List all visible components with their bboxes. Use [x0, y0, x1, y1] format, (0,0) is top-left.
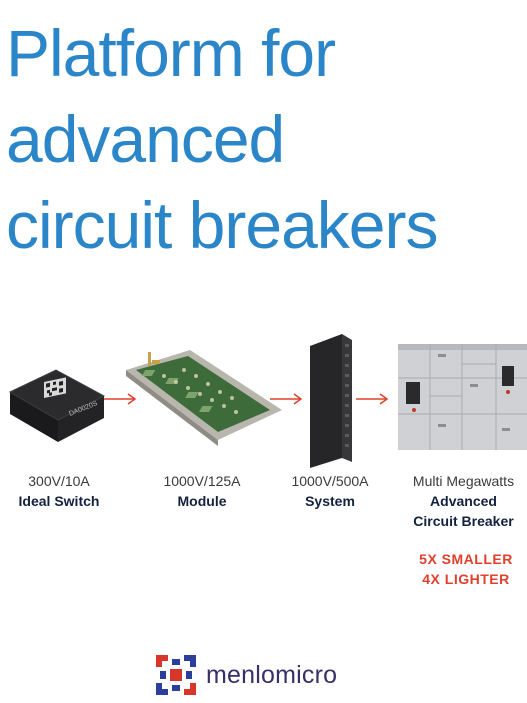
stage-module-caption: 1000V/125A Module	[146, 471, 258, 511]
stage-2-spec: 1000V/125A	[163, 473, 241, 489]
headline-line-3: circuit breakers	[6, 188, 438, 262]
system-chassis-image	[310, 334, 352, 468]
stage-3-spec: 1000V/500A	[291, 473, 369, 489]
stage-1-name: Ideal Switch	[18, 493, 100, 509]
menlo-micro-logo-icon	[156, 655, 196, 695]
switchgear-cabinet-image	[398, 344, 527, 450]
arrow-3	[356, 393, 389, 405]
stage-4-spec: Multi Megawatts	[412, 473, 515, 489]
stage-system-caption: 1000V/500A System	[276, 471, 384, 511]
stage-circuit-breaker-caption: Multi Megawatts Advanced Circuit Breaker	[400, 471, 527, 531]
arrow-2	[270, 393, 303, 405]
stage-2-name: Module	[177, 493, 227, 509]
module-board-image	[126, 350, 282, 446]
claim-smaller: 5X SMALLER	[419, 551, 513, 567]
stage-1-spec: 300V/10A	[28, 473, 90, 489]
arrow-1	[104, 393, 137, 405]
menlo-micro-logo: menlomicro	[156, 652, 337, 698]
headline: Platform for advanced circuit breakers	[6, 10, 438, 268]
ideal-switch-chip-image: DA0020S	[8, 369, 106, 442]
size-weight-claims: 5X SMALLER 4X LIGHTER	[404, 549, 527, 589]
stage-3-name: System	[305, 493, 355, 509]
menlo-micro-wordmark: menlomicro	[206, 660, 338, 689]
claim-lighter: 4X LIGHTER	[422, 571, 510, 587]
stage-4-name-line-2: Circuit Breaker	[413, 513, 514, 529]
stage-ideal-switch-caption: 300V/10A Ideal Switch	[0, 471, 118, 511]
headline-line-2: advanced	[6, 102, 285, 176]
headline-line-1: Platform for	[6, 16, 336, 90]
stage-4-name-line-1: Advanced	[430, 493, 497, 509]
